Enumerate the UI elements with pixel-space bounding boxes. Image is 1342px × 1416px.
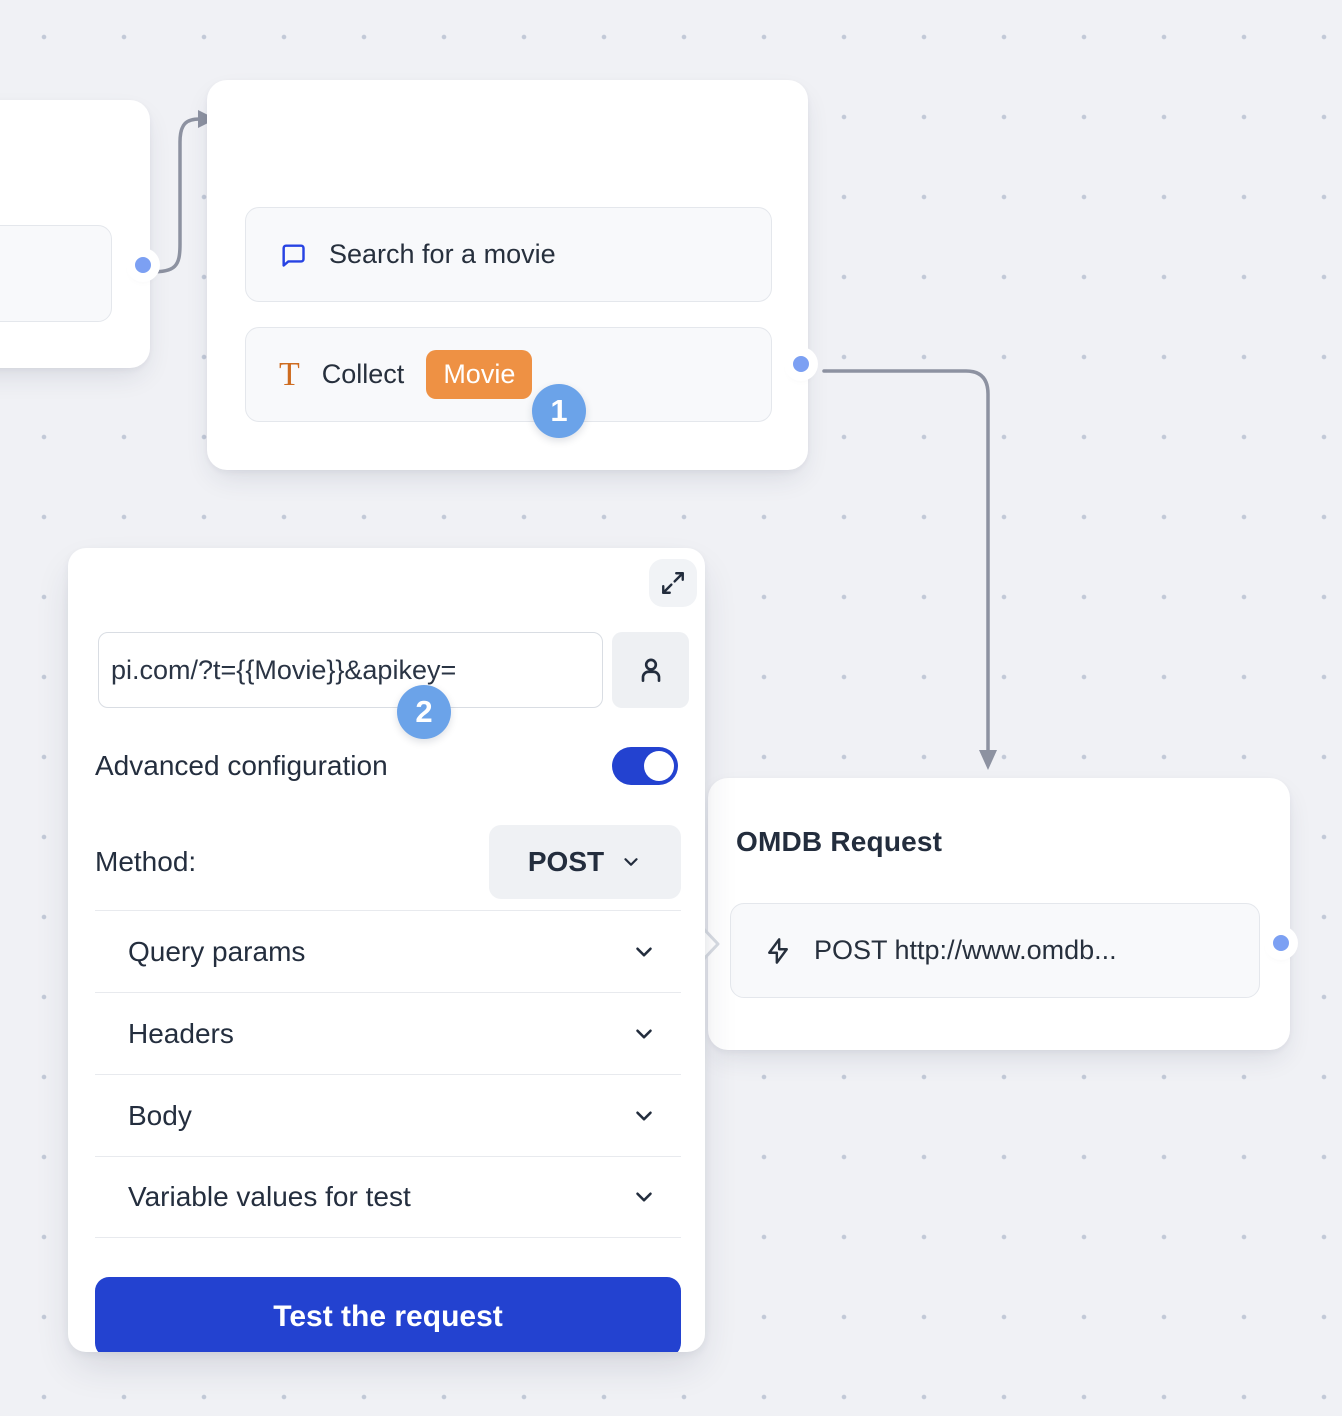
node-omdb-request[interactable]: OMDB Request POST http://www.omdb...	[698, 778, 1290, 1050]
config-sections: Query params Headers Body	[95, 910, 681, 1238]
chevron-down-icon	[620, 851, 642, 873]
chevron-down-icon	[631, 939, 657, 965]
node-movie-search[interactable]: Movie search Search for a movie T Collec…	[207, 80, 808, 470]
section-headers[interactable]: Headers	[95, 992, 681, 1074]
step-badge-1: 1	[532, 384, 586, 438]
section-variable-values-for-test[interactable]: Variable values for test	[95, 1156, 681, 1238]
text-icon: T	[279, 355, 300, 393]
advanced-configuration-toggle[interactable]	[612, 747, 678, 785]
variable-picker-button[interactable]	[612, 632, 689, 708]
step-badge-2: 2	[397, 685, 451, 739]
section-label: Headers	[128, 1017, 234, 1049]
url-input[interactable]	[98, 632, 603, 708]
block-collect-movie[interactable]: T Collect Movie	[245, 327, 772, 422]
connector-movie-search-to-omdb	[822, 369, 990, 754]
block-label: POST http://www.omdb...	[814, 935, 1117, 965]
section-label: Query params	[128, 935, 306, 967]
partial-node[interactable]	[0, 100, 150, 368]
block-search-for-a-movie[interactable]: Search for a movie	[245, 207, 772, 302]
section-label: Body	[128, 1099, 192, 1131]
toggle-knob	[644, 751, 674, 781]
node-title: OMDB Request	[736, 826, 943, 857]
chevron-down-icon	[631, 1184, 657, 1210]
method-dropdown[interactable]: POST	[489, 825, 681, 899]
output-port-left-node[interactable]	[135, 257, 151, 273]
advanced-configuration-label: Advanced configuration	[95, 750, 388, 781]
test-request-button[interactable]: Test the request	[95, 1277, 681, 1352]
block-label: Search for a movie	[329, 239, 556, 269]
output-port-movie-search[interactable]	[793, 356, 809, 372]
partial-node-item[interactable]	[0, 225, 112, 322]
method-value: POST	[527, 846, 605, 877]
variable-chip-movie[interactable]: Movie	[426, 350, 533, 399]
chat-bubble-icon	[279, 241, 307, 269]
chevron-down-icon	[631, 1103, 657, 1129]
method-label: Method:	[95, 846, 197, 877]
webhook-config-panel[interactable]: 2 Advanced configuration Method: POST Qu…	[68, 548, 705, 1352]
section-query-params[interactable]: Query params	[95, 910, 681, 992]
expand-icon	[660, 570, 686, 596]
block-label: Collect	[321, 359, 405, 389]
connector-arrowhead-down	[979, 750, 997, 770]
chevron-down-icon	[631, 1021, 657, 1047]
person-icon	[635, 654, 667, 686]
expand-button[interactable]	[649, 559, 697, 607]
section-body[interactable]: Body	[95, 1074, 681, 1156]
output-port-omdb-request[interactable]	[1273, 935, 1289, 951]
section-label: Variable values for test	[128, 1181, 411, 1212]
connector-left-to-movie-search	[148, 117, 202, 274]
block-webhook-request[interactable]: POST http://www.omdb...	[730, 903, 1260, 998]
lightning-icon	[764, 937, 792, 965]
